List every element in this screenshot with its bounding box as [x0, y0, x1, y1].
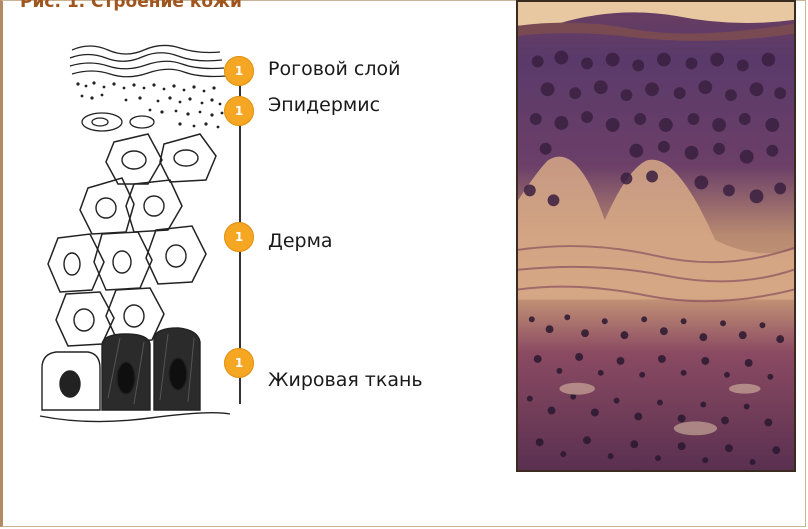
- skin-micrograph-image: [516, 0, 796, 472]
- layer-marker-badge: 1: [224, 56, 254, 86]
- layer-label-fat: Жировая ткань: [268, 369, 423, 391]
- layer-marker-badge: 1: [224, 348, 254, 378]
- layer-label-epidermis: Эпидермис: [268, 94, 380, 116]
- layer-label-horny: Роговой слой: [268, 58, 400, 80]
- layer-marker-badge: 1: [224, 96, 254, 126]
- skin-cells-illustration: [30, 38, 250, 428]
- figure-title: Рис. 1. Строение кожи: [20, 0, 242, 12]
- layer-label-dermis: Дерма: [268, 230, 333, 252]
- layer-marker-badge: 1: [224, 222, 254, 252]
